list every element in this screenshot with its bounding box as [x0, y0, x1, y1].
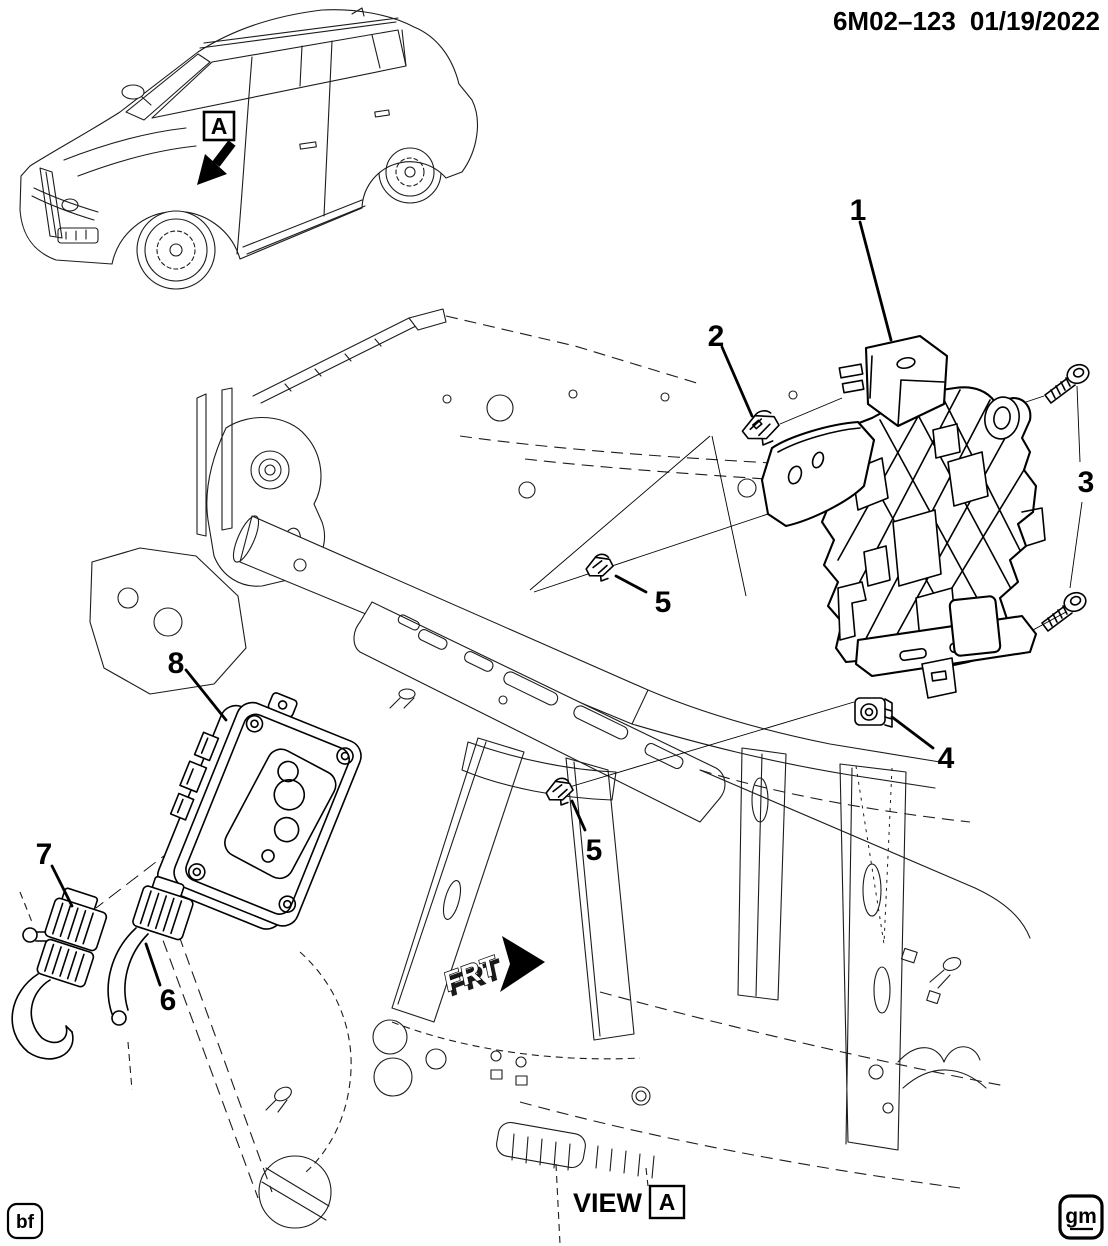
retainer-clip-2 [741, 410, 780, 446]
callout-3-label: 3 [1078, 466, 1095, 499]
callout-7-label: 7 [36, 838, 53, 871]
gm-logo: gm [1065, 1205, 1097, 1228]
callout-1-label: 1 [850, 194, 867, 227]
callout-5b-label: 5 [586, 834, 603, 867]
view-direction-arrow [197, 140, 236, 185]
callout-8-label: 8 [168, 647, 185, 680]
bracket-part-1 [760, 334, 1046, 699]
view-marker-box [202, 110, 236, 142]
part-number: 6M02–123 [833, 6, 956, 36]
connector-7 [11, 887, 108, 1060]
clip-5-upper [584, 552, 615, 583]
view-marker-letter: A [211, 113, 228, 139]
footer-left-badge: bf [6, 1202, 44, 1240]
drawing-date: 01/19/2022 [970, 6, 1100, 36]
connector-6 [107, 875, 194, 1091]
callout-2-label: 2 [708, 320, 725, 353]
control-module-8 [156, 692, 362, 930]
frt-arrow-icon [500, 936, 545, 992]
view-note-text: VIEW [573, 1188, 643, 1218]
callout-6-label: 6 [160, 984, 177, 1017]
view-note-marker-letter: A [659, 1189, 676, 1215]
u-nut-4 [854, 697, 893, 728]
callout-leaders [50, 220, 935, 987]
footer-right-badge: gm [1058, 1194, 1104, 1240]
vehicle-inset: A [19, 7, 478, 290]
callout-4-label: 4 [938, 742, 955, 775]
instrument-panel-structure [89, 308, 1031, 1245]
frt-direction-marker: FRT FRT [441, 936, 545, 1003]
callout-5a-label: 5 [655, 586, 672, 619]
footer-left-text: bf [16, 1212, 35, 1233]
view-note-marker-box [648, 1184, 686, 1220]
drawing-title: 6M02–123 01/19/2022 [833, 6, 1100, 36]
clip-5-lower [544, 776, 575, 807]
screws-3 [1041, 360, 1093, 632]
view-note: VIEW A [573, 1184, 686, 1220]
